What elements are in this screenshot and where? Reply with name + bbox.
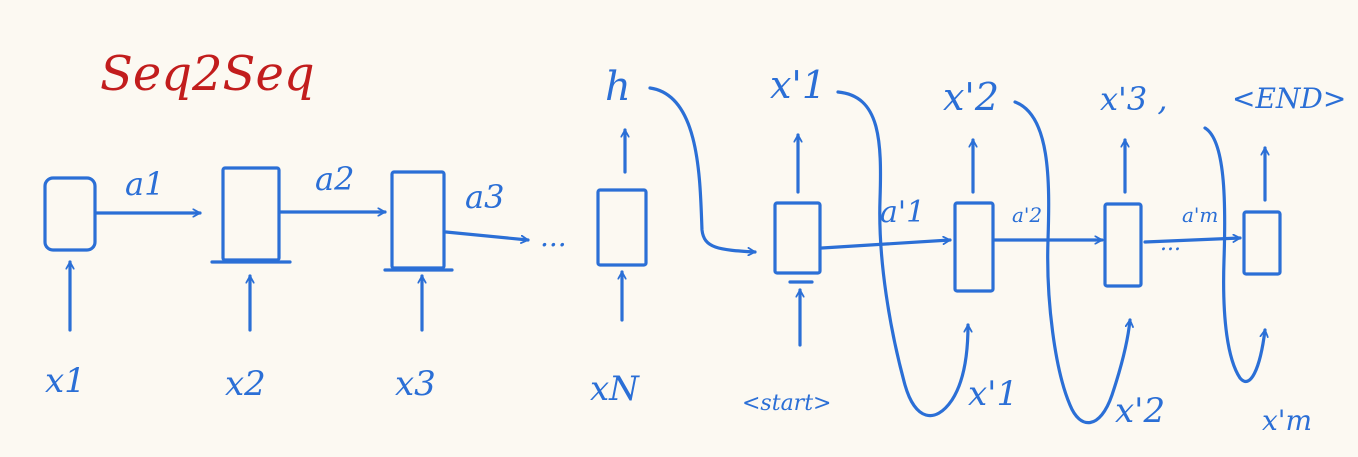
decoder-cell-1 <box>773 201 822 275</box>
encoder-output-label: h <box>605 64 631 110</box>
encoder-input-label-3: x3 <box>395 364 436 404</box>
encoder-hidden-label-2: a2 <box>315 160 354 198</box>
decoder-output-label-2: x'2 <box>943 75 999 119</box>
encoder-hidden-label-1: a1 <box>125 165 164 203</box>
feedback-loop-1 <box>836 90 968 418</box>
encoder-input-label-2: x2 <box>225 364 266 404</box>
decoder-fed-input-label-2: x'2 <box>1115 391 1165 431</box>
encoder-cell-n <box>596 188 648 267</box>
decoder-cell-2 <box>953 201 995 293</box>
decoder-hidden-label-2: a'2 <box>1012 203 1042 227</box>
decoder-output-label-4: <END> <box>1232 82 1346 115</box>
encoder-input-label-1: x1 <box>45 361 86 401</box>
decoder-fed-input-label-1: x'1 <box>968 374 1018 414</box>
decoder-hidden-label-3: a'm <box>1182 203 1218 227</box>
diagram-title: Seq2Seq <box>100 46 315 102</box>
decoder-fed-input-label-3: x'm <box>1262 404 1312 437</box>
decoder-cell-4 <box>1242 210 1282 276</box>
decoder-output-label-1: x'1 <box>770 63 826 107</box>
encoder-cell-3 <box>390 170 446 270</box>
feedback-loop-2 <box>1013 100 1130 425</box>
context-arrow <box>648 86 757 252</box>
encoder-ellipsis: ... <box>540 220 567 253</box>
encoder-hidden-label-3: a3 <box>465 178 504 216</box>
encoder-arrow-a3 <box>444 230 530 240</box>
decoder-arrow-1 <box>820 240 952 250</box>
encoder-cell-2 <box>221 166 281 262</box>
feedback-loop-3 <box>1203 126 1265 383</box>
decoder-ellipsis: ... <box>1160 231 1181 256</box>
decoder-output-label-3: x'3 , <box>1100 80 1168 118</box>
decoder-hidden-label-1: a'1 <box>880 195 925 230</box>
decoder-start-label: <start> <box>742 391 831 416</box>
encoder-cell-1 <box>43 176 97 252</box>
decoder-cell-3 <box>1103 202 1143 288</box>
encoder-input-label-n: xN <box>590 369 640 409</box>
